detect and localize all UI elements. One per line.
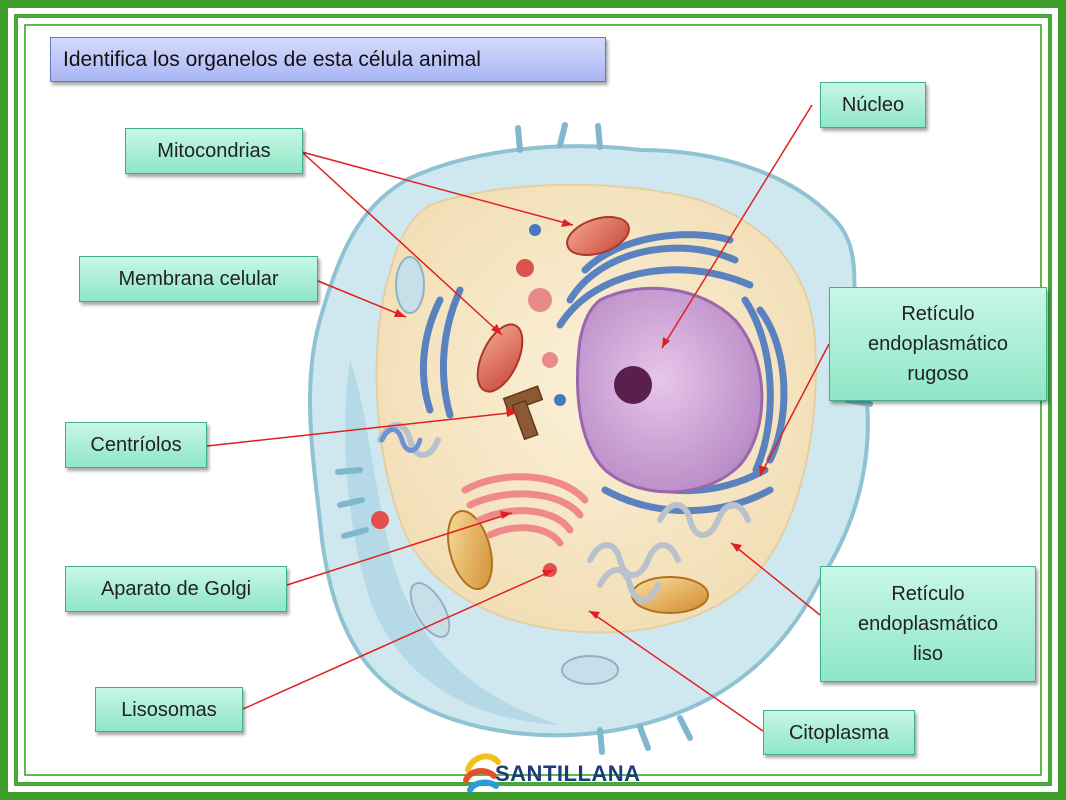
leader-membrana bbox=[317, 280, 407, 318]
label-centriolos: Centríolos bbox=[65, 422, 207, 468]
label-aparato-golgi: Aparato de Golgi bbox=[65, 566, 287, 612]
santillana-logo-mark bbox=[463, 753, 501, 793]
leader-nucleo bbox=[661, 104, 813, 349]
label-reticulo-liso: Retículo endoplasmático liso bbox=[820, 566, 1036, 682]
label-membrana-celular: Membrana celular bbox=[79, 256, 318, 302]
leader-citoplasma bbox=[588, 610, 764, 732]
leader-lisosomas bbox=[242, 569, 555, 710]
label-mitocondrias: Mitocondrias bbox=[125, 128, 303, 174]
leader-rel bbox=[730, 542, 821, 616]
page-title: Identifica los organelos de esta célula … bbox=[50, 37, 606, 82]
inner-frame bbox=[14, 14, 1052, 786]
label-citoplasma: Citoplasma bbox=[763, 710, 915, 755]
label-lisosomas: Lisosomas bbox=[95, 687, 243, 732]
leader-mitocondrias-2 bbox=[301, 151, 503, 336]
label-reticulo-rugoso: Retículo endoplasmático rugoso bbox=[829, 287, 1047, 401]
brand-name: SANTILLANA bbox=[495, 761, 641, 786]
leader-rer bbox=[759, 343, 830, 477]
leader-golgi bbox=[286, 512, 513, 586]
label-nucleo: Núcleo bbox=[820, 82, 926, 128]
leader-centriolos bbox=[206, 411, 519, 447]
leader-mitocondrias-1 bbox=[301, 151, 574, 226]
nucleus-shape bbox=[576, 286, 764, 494]
